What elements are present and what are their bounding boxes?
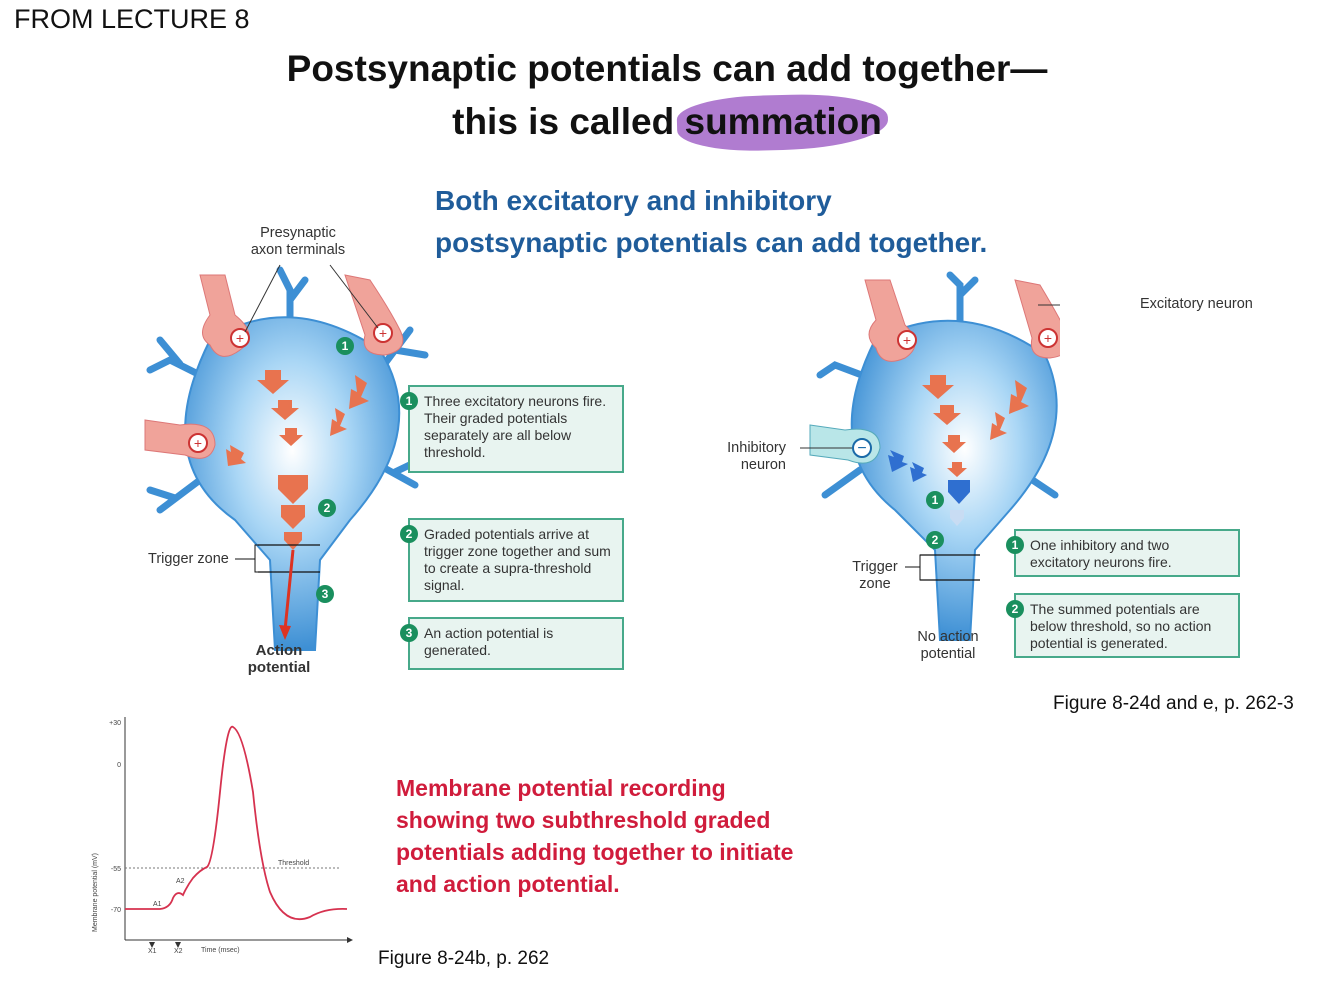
step-box-2-num: 2 <box>400 525 418 543</box>
highlighted-term: summation <box>684 101 882 142</box>
blue-note-line1: Both excitatory and inhibitory <box>435 185 832 216</box>
step-box-1-left: 1 Three excitatory neurons fire. Their g… <box>400 385 624 473</box>
right-neuron-diagram: + + − <box>800 271 1060 641</box>
trigger-zone-bracket-right <box>919 554 928 581</box>
x-axis-label: Time (msec) <box>201 947 240 954</box>
presynaptic-pointer-2 <box>329 264 379 329</box>
inhibitory-terminal: − <box>809 424 881 464</box>
step-marker-1-left: 1 <box>336 337 354 355</box>
step-marker-1-right: 1 <box>926 491 944 509</box>
step-box-2-right-text: The summed potentials are below threshol… <box>1030 601 1212 651</box>
inhibitory-arrows-right <box>888 450 970 504</box>
threshold-label: Threshold <box>278 860 309 867</box>
svg-text:−: − <box>857 440 866 457</box>
x-label-x1: X1 <box>148 948 157 955</box>
inhibitory-neuron-label: Inhibitory neuron <box>716 440 786 474</box>
inhibitory-label-line1: Inhibitory <box>727 440 786 456</box>
red-note-line3: potentials adding together to initiate <box>396 839 794 865</box>
peak-label-a2: A2 <box>176 878 185 885</box>
presynaptic-terminal-top-left: + <box>199 274 250 357</box>
presynaptic-label-line2: axon terminals <box>250 242 346 258</box>
no-action-label-line2: potential <box>920 646 976 662</box>
x1-marker <box>149 942 155 948</box>
trigger-zone-label-left: Trigger zone <box>148 551 229 567</box>
excitatory-terminal-2: + <box>1014 279 1060 359</box>
action-potential-label-line1: Action <box>255 642 303 659</box>
title-prefix: this is called <box>452 101 675 142</box>
no-action-label-line1: No action <box>917 629 979 645</box>
blue-note: Both excitatory and inhibitory postsynap… <box>435 180 987 264</box>
action-potential-arrowhead <box>279 625 291 640</box>
step-box-1-text: Three excitatory neurons fire. Their gra… <box>424 393 607 460</box>
step-box-1-right: 1 One inhibitory and two excitatory neur… <box>1006 529 1240 577</box>
step-box-2-right-num: 2 <box>1006 600 1024 618</box>
slide-title-line2: this is called summation <box>0 103 1334 140</box>
inhibitory-label-line2: neuron <box>740 457 786 473</box>
step-box-1-right-num: 1 <box>1006 536 1024 554</box>
graded-potential-arrows <box>226 370 369 550</box>
slide-title-line1: Postsynaptic potentials can add together… <box>286 48 1048 89</box>
membrane-potential-trace <box>125 725 348 921</box>
presynaptic-terminal-top-right: + <box>344 274 404 356</box>
graph-ylabel: Membrane potential (mV) <box>92 853 99 932</box>
figure-caption-right: Figure 8-24d and e, p. 262-3 <box>1053 693 1294 714</box>
action-potential-label-line2: potential <box>247 659 311 676</box>
ytick-plus30: +30 <box>109 720 121 727</box>
step-box-1-num: 1 <box>400 392 418 410</box>
step-box-3-left: 3 An action potential is generated. <box>400 617 624 670</box>
action-potential-arrow <box>283 549 295 631</box>
svg-text:+: + <box>236 330 244 346</box>
step-box-3-text: An action potential is generated. <box>424 625 554 658</box>
trigger-label-line1: Trigger <box>852 559 898 575</box>
svg-text:+: + <box>379 325 387 341</box>
svg-text:+: + <box>1044 330 1052 346</box>
ytick-0: 0 <box>117 762 121 769</box>
step-box-2-left: 2 Graded potentials arrive at trigger zo… <box>400 518 624 602</box>
excitatory-arrows-right <box>922 375 1029 477</box>
faded-arrow <box>950 510 964 526</box>
red-note: Membrane potential recording showing two… <box>396 772 793 900</box>
red-note-line1: Membrane potential recording <box>396 775 726 801</box>
red-note-line4: and action potential. <box>396 871 620 897</box>
step-box-3-num: 3 <box>400 624 418 642</box>
excitatory-terminal-1: + <box>864 279 917 362</box>
figure-caption-bottom: Figure 8-24b, p. 262 <box>378 948 550 969</box>
svg-text:+: + <box>903 332 911 348</box>
x2-marker <box>175 942 181 948</box>
ytick-minus55: -55 <box>111 866 121 873</box>
lecture-label: FROM LECTURE 8 <box>14 4 250 34</box>
trigger-zone-label-right: Trigger zone <box>848 559 902 593</box>
step-marker-3-left: 3 <box>316 585 334 603</box>
presynaptic-pointer-1 <box>244 264 281 333</box>
svg-text:+: + <box>194 435 202 451</box>
step-marker-2-right: 2 <box>926 531 944 549</box>
red-note-line2: showing two subthreshold graded <box>396 807 771 833</box>
step-box-1-right-text: One inhibitory and two excitatory neuron… <box>1030 537 1172 570</box>
blue-note-line2: postsynaptic potentials can add together… <box>435 227 988 258</box>
x-label-x2: X2 <box>174 948 183 955</box>
presynaptic-label-line1: Presynaptic <box>260 225 336 241</box>
left-neuron-diagram: + + + <box>144 264 429 651</box>
step-marker-2-left: 2 <box>318 499 336 517</box>
presynaptic-terminal-left: + <box>144 419 216 459</box>
step-box-2-text: Graded potentials arrive at trigger zone… <box>424 526 611 593</box>
presynaptic-label: Presynaptic axon terminals <box>248 225 348 259</box>
peak-label-a1: A1 <box>153 901 162 908</box>
membrane-potential-graph: Membrane potential (mV) +30 0 -55 -70 Th… <box>92 717 353 955</box>
excitatory-neuron-label: Excitatory neuron <box>1140 296 1253 312</box>
ytick-minus70: -70 <box>111 907 121 914</box>
trigger-label-line2: zone <box>859 576 891 592</box>
no-action-potential-label: No action potential <box>908 629 988 663</box>
graph-x-arrowhead <box>347 937 353 943</box>
step-box-2-right: 2 The summed potentials are below thresh… <box>1006 593 1240 658</box>
action-potential-label: Action potential <box>240 642 318 676</box>
